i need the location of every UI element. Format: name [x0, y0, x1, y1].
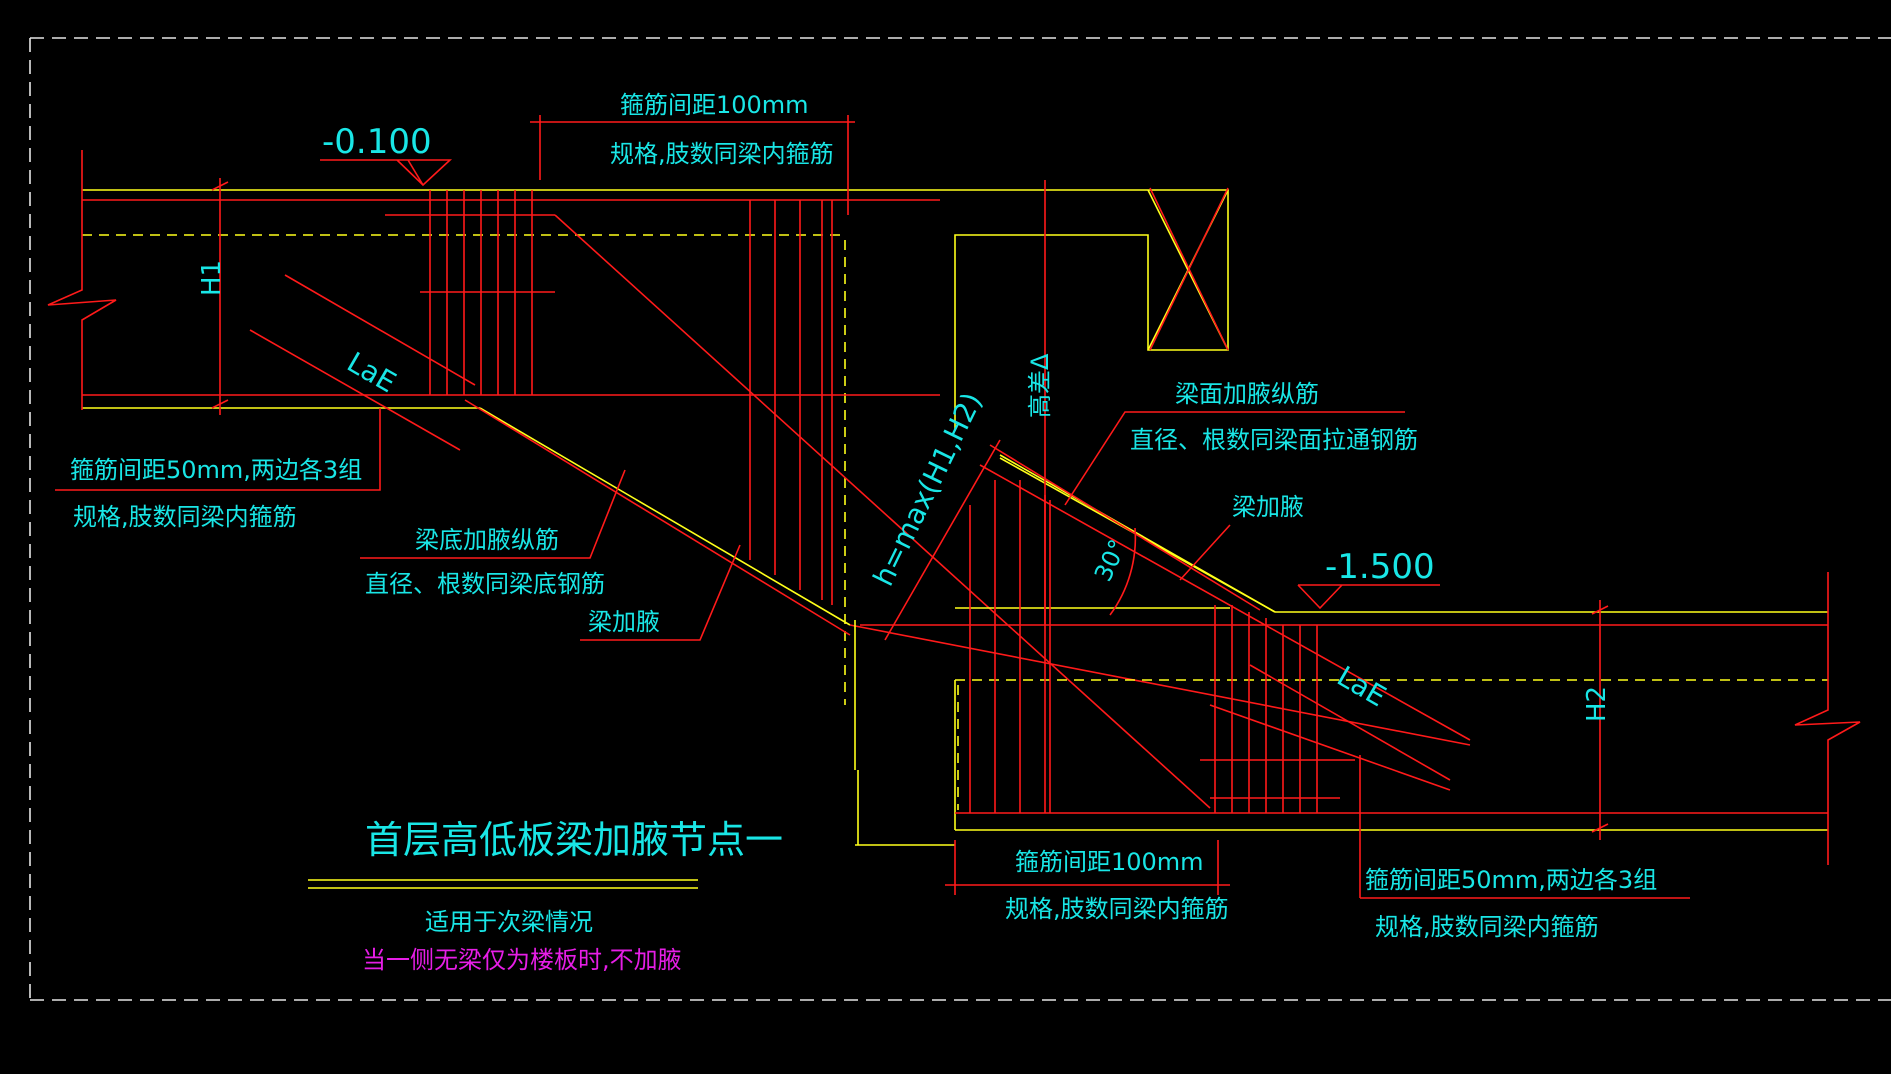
- drawing-title: 首层高低板梁加腋节点一: [365, 818, 783, 862]
- elevation-right: -1.500: [1325, 547, 1435, 587]
- dimensions: [55, 115, 1690, 899]
- left-stirrups: [385, 190, 555, 395]
- right-stirrup-label-2: 规格,肢数同梁内箍筋: [1375, 913, 1599, 941]
- top-stirrup-label-1: 箍筋间距100mm: [620, 91, 809, 119]
- drawing-frame: [29, 37, 1891, 1001]
- right-beam: [860, 572, 1861, 865]
- haunch-right-label: 梁加腋: [1232, 493, 1304, 521]
- title-underline: [308, 879, 698, 889]
- drawing-subtitle: 适用于次梁情况: [425, 908, 593, 936]
- elevation-left: -0.100: [322, 122, 432, 162]
- haunch-bottom-label-1: 梁底加腋纵筋: [415, 526, 559, 554]
- bottom-stirrup-label-1: 箍筋间距100mm: [1015, 848, 1204, 876]
- haunch-left-label: 梁加腋: [588, 608, 660, 636]
- haunch-stirrups-upper: [749, 200, 833, 605]
- left-stirrup-label-1: 箍筋间距50mm,两边各3组: [70, 456, 362, 484]
- dim-h1: H1: [197, 260, 227, 296]
- haunch-top-label-1: 梁面加腋纵筋: [1175, 380, 1319, 408]
- bottom-stirrup-label-2: 规格,肢数同梁内箍筋: [1005, 895, 1229, 923]
- haunch-bottom-label-2: 直径、根数同梁底钢筋: [365, 570, 605, 598]
- dim-h2: H2: [1582, 686, 1612, 722]
- haunch-bottom: [464, 214, 1471, 809]
- left-beam: [47, 150, 1040, 705]
- dim-height-diff: 高差Δ: [1026, 353, 1054, 418]
- dim-angle: 30°: [1089, 535, 1132, 585]
- top-stirrup-label-2: 规格,肢数同梁内箍筋: [610, 140, 834, 168]
- elevation-markers: [320, 159, 1440, 610]
- drawing-note: 当一侧无梁仅为楼板时,不加腋: [362, 946, 682, 974]
- dim-lae-left: LaE: [342, 345, 402, 399]
- haunch-stirrups-lower: [969, 480, 1051, 813]
- step-outline: [854, 187, 1828, 846]
- right-stirrups: [1200, 605, 1355, 813]
- left-stirrup-label-2: 规格,肢数同梁内箍筋: [73, 503, 297, 531]
- right-stirrup-label-1: 箍筋间距50mm,两边各3组: [1365, 866, 1657, 894]
- haunch-top-label-2: 直径、根数同梁面拉通钢筋: [1130, 426, 1418, 454]
- haunch-top: [979, 444, 1471, 741]
